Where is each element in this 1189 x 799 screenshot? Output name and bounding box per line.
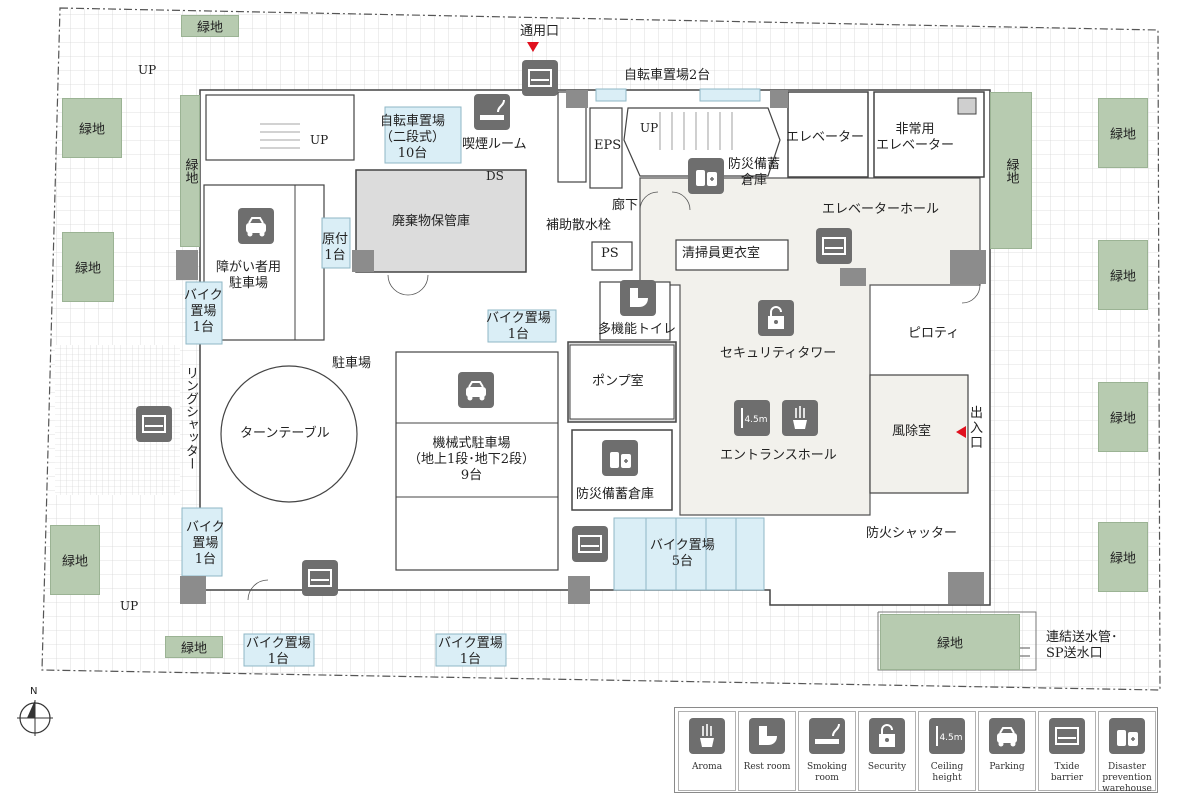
security-icon [869, 718, 905, 754]
label-pump-room: ポンプ室 [592, 374, 644, 389]
label-elevator-hall: エレベーターホール [822, 202, 940, 217]
label-up-left-bottom: UP [120, 599, 139, 613]
label-bike-mid: バイク置場 1台 [486, 311, 551, 342]
green-area: 緑地 [180, 95, 200, 247]
label-ring-shutter: リングシャッター [183, 366, 198, 470]
label-bike-bottom-left: バイク置場 1台 [246, 636, 311, 667]
legend-label: Smoking room [806, 762, 847, 783]
legend-label: Parking [989, 762, 1025, 772]
security-icon [758, 300, 794, 336]
label-ds: DS [486, 169, 504, 183]
green-area: 緑地 [990, 92, 1032, 249]
smoking-room-icon [474, 94, 510, 130]
main-entrance-arrow [956, 426, 966, 438]
label-ps: PS [601, 246, 619, 261]
label-accessible-parking: 障がい者用 駐車場 [216, 260, 282, 291]
txide-barrier-icon [572, 526, 608, 562]
green-area: 緑地 [1098, 522, 1148, 592]
svg-text:4.5m: 4.5m [939, 733, 962, 743]
green-area: 緑地 [50, 525, 100, 595]
legend-item: Smoking room [798, 711, 856, 791]
label-corridor: 廊下 [612, 198, 639, 213]
txide-barrier-icon [136, 406, 172, 442]
parking-icon [458, 372, 494, 408]
ceiling-height-icon: 4.5m [734, 400, 770, 436]
label-eps: EPS [594, 138, 622, 153]
label-aux-hydrant: 補助散水栓 [546, 218, 612, 233]
disaster-warehouse-icon [688, 158, 724, 194]
label-security-tower: セキュリティタワー [720, 346, 837, 361]
legend-item: Security [858, 711, 916, 791]
smoking-room-icon [809, 718, 845, 754]
label-entrance-exit: 出 入 口 [970, 406, 984, 451]
txide-barrier-icon [302, 560, 338, 596]
green-area: 緑地 [62, 232, 114, 302]
label-service-entrance: 通用口 [520, 24, 560, 39]
restroom-icon [620, 280, 656, 316]
legend-item: Disaster prevention warehouse [1098, 711, 1156, 794]
svg-text:4.5m: 4.5m [744, 415, 767, 425]
label-bicycle-two-tier: 自転車置場 （二段式） 10台 [380, 114, 446, 161]
label-emergency-elevator: 非常用 エレベーター [876, 122, 955, 153]
green-area: 緑地 [181, 15, 239, 37]
legend-label: Rest room [743, 762, 791, 772]
legend-item: Parking [978, 711, 1036, 791]
label-bike-left-top: バイク 置場 1台 [184, 288, 223, 335]
txide-barrier-icon [816, 228, 852, 264]
disaster-warehouse-icon [602, 440, 638, 476]
label-bike-bottom-mid: バイク置場 1台 [438, 636, 503, 667]
label-bicycle-2: 自転車置場2台 [624, 68, 711, 83]
label-cleaner-locker: 清掃員更衣室 [682, 246, 761, 261]
label-pilotis: ピロティ [908, 326, 960, 341]
legend-item: Rest room [738, 711, 796, 791]
label-up-stair-left: UP [310, 133, 329, 147]
label-windbreak-room: 風除室 [892, 424, 932, 439]
disaster-warehouse-icon [1109, 718, 1145, 754]
txide-barrier-icon [522, 60, 558, 96]
legend-item: Txide barrier [1038, 711, 1096, 791]
parking-icon [238, 208, 274, 244]
legend-label: Txide barrier [1050, 762, 1084, 783]
green-area: 緑地 [1098, 382, 1148, 452]
ceiling-height-icon: 4.5m [929, 718, 965, 754]
label-bike-5: バイク置場 5台 [650, 538, 715, 569]
label-elevator: エレベーター [786, 130, 865, 145]
aroma-icon [782, 400, 818, 436]
aroma-icon [689, 718, 725, 754]
label-bike-left-bottom: バイク 置場 1台 [186, 520, 225, 567]
legend-label: Ceiling height [930, 762, 964, 783]
label-disaster-storage-bottom: 防災備蓄倉庫 [576, 487, 655, 502]
label-smoking-room: 喫煙ルーム [462, 137, 527, 152]
label-fire-shutter: 防火シャッター [866, 526, 958, 541]
label-waste-storage: 廃棄物保管庫 [392, 214, 471, 229]
legend-label: Disaster prevention warehouse [1102, 762, 1152, 794]
txide-barrier-icon [1049, 718, 1085, 754]
label-turntable: ターンテーブル [240, 426, 330, 441]
label-up-left-top: UP [138, 63, 157, 77]
green-area: 緑地 [1098, 98, 1148, 168]
label-mech-parking: 機械式駐車場 （地上1段･地下2段） 9台 [408, 436, 536, 483]
parking-icon [989, 718, 1025, 754]
legend: Aroma Rest room Smoking room Security 4.… [674, 707, 1158, 794]
legend-item: Aroma [678, 711, 736, 791]
green-area: 緑地 [165, 636, 223, 658]
restroom-icon [749, 718, 785, 754]
legend-label: Aroma [691, 762, 723, 772]
label-multipurpose-toilet: 多機能トイレ [598, 322, 677, 337]
legend-item: 4.5m Ceiling height [918, 711, 976, 791]
label-standpipe: 連結送水管･ SP送水口 [1046, 630, 1118, 661]
green-area: 緑地 [1098, 240, 1148, 310]
label-up-stair-center: UP [640, 121, 659, 135]
legend-label: Security [867, 762, 907, 772]
label-disaster-storage-top: 防災備蓄 倉庫 [728, 157, 781, 188]
service-entrance-arrow [527, 42, 539, 52]
label-parking: 駐車場 [332, 356, 372, 371]
green-area: 緑地 [62, 98, 122, 158]
label-moped: 原付 1台 [322, 232, 349, 263]
north-label: N [30, 686, 38, 697]
label-entrance-hall: エントランスホール [720, 448, 837, 463]
green-area: 緑地 [880, 614, 1020, 670]
